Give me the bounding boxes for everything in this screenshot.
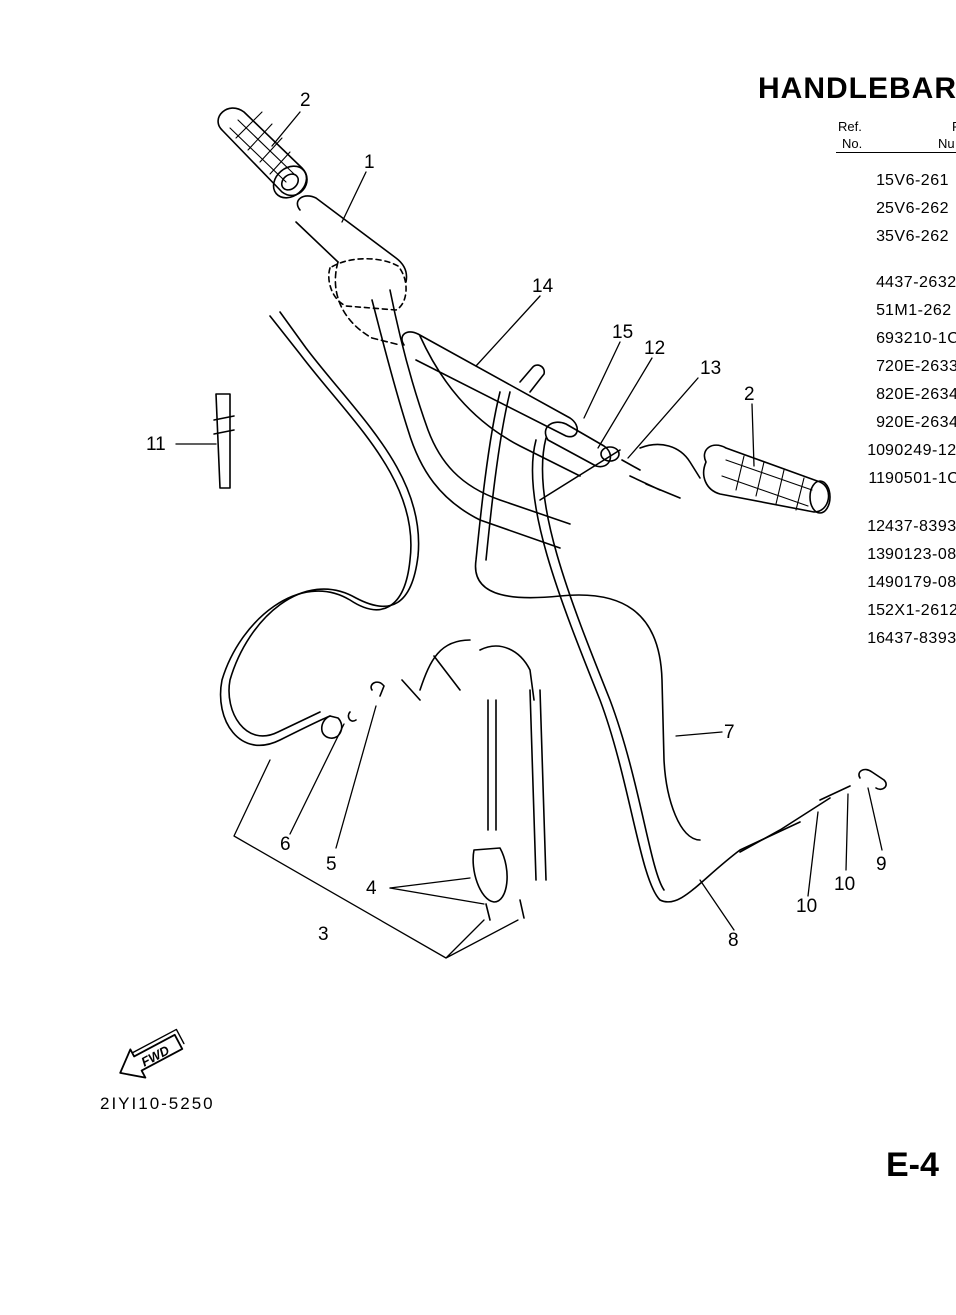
ref-no: 5 xyxy=(876,302,885,319)
callout-labels: 2 1 14 15 12 13 2 11 7 6 5 9 4 10 3 8 12… xyxy=(146,90,887,951)
callout-label: 14 xyxy=(532,276,554,297)
ref-no: 6 xyxy=(876,330,885,347)
ref-column-header: Ref. No. xyxy=(838,118,862,152)
callout-label: 10 xyxy=(796,896,817,917)
leader-lines xyxy=(175,111,883,959)
page-title: HANDLEBAR xyxy=(758,72,956,105)
ref-no: 15 xyxy=(867,602,885,619)
callout-label: 8 xyxy=(728,930,739,951)
left-grip-drawing xyxy=(217,107,308,199)
callout-label: 15 xyxy=(612,322,633,343)
callout-label: 1 xyxy=(364,152,375,173)
part-no: 437-2632 xyxy=(885,274,956,291)
ref-no: 12 xyxy=(867,518,885,535)
part-no: 90123-08 xyxy=(885,546,956,563)
part-header-line-1: P xyxy=(938,118,956,135)
part-no: 93210-1C xyxy=(885,330,956,347)
part-no: 90501-1C xyxy=(885,470,956,487)
cables-drawing xyxy=(219,311,887,921)
ref-header-line-1: Ref. xyxy=(838,119,862,134)
wire-strap-drawing xyxy=(213,393,235,489)
ref-no: 13 xyxy=(867,546,885,563)
part-no: 5V6-261 xyxy=(885,172,949,189)
table-header-rule xyxy=(836,152,956,153)
part-no: 20E-2634 xyxy=(885,414,956,431)
part-no: 5V6-262 xyxy=(885,200,949,217)
ref-no: 16 xyxy=(867,630,885,647)
ref-header-line-2: No. xyxy=(842,136,863,151)
ref-no: 2 xyxy=(876,200,885,217)
part-header-line-2: Nu xyxy=(938,136,955,151)
right-grip-drawing xyxy=(702,444,831,514)
callout-label: 6 xyxy=(280,834,291,855)
callout-label: 10 xyxy=(834,874,855,895)
callout-label: 2 xyxy=(300,90,311,111)
fwd-arrow-icon: FWD xyxy=(119,1028,185,1079)
throttle-housing-drawing xyxy=(544,421,701,499)
handlebar-drawing xyxy=(295,195,621,549)
page-number: E-4 xyxy=(886,1146,939,1184)
ref-no: 8 xyxy=(876,386,885,403)
callout-label: 13 xyxy=(700,358,721,379)
callout-label: 2 xyxy=(744,384,755,405)
callout-label: 4 xyxy=(366,878,377,899)
part-no: 90179-08 xyxy=(885,574,956,591)
ref-no: 4 xyxy=(876,274,885,291)
callout-label: 11 xyxy=(146,434,166,455)
callout-label: 3 xyxy=(318,924,329,945)
ref-no: 3 xyxy=(876,228,885,245)
part-no: 1M1-262 xyxy=(885,302,952,319)
part-column-header: P Nu xyxy=(938,118,956,152)
callout-label: 12 xyxy=(644,338,665,359)
part-no: 2X1-2612 xyxy=(885,602,956,619)
part-no: 20E-2634 xyxy=(885,386,956,403)
ref-no: 7 xyxy=(876,358,885,375)
callout-label: 9 xyxy=(876,854,887,875)
part-no: 90249-12 xyxy=(885,442,956,459)
ref-no: 11 xyxy=(868,470,885,487)
callout-label: 5 xyxy=(326,854,337,875)
part-no: 437-8393 xyxy=(885,630,956,647)
part-no: 20E-2633 xyxy=(885,358,956,375)
ref-no: 10 xyxy=(867,442,885,459)
ref-no: 1 xyxy=(876,172,885,189)
figure-code: 2IYI10-5250 xyxy=(100,1094,215,1113)
ref-no: 9 xyxy=(876,414,885,431)
ref-no: 14 xyxy=(867,574,885,591)
part-no: 5V6-262 xyxy=(885,228,949,245)
part-no: 437-8393 xyxy=(885,518,956,535)
callout-label: 7 xyxy=(724,722,735,743)
